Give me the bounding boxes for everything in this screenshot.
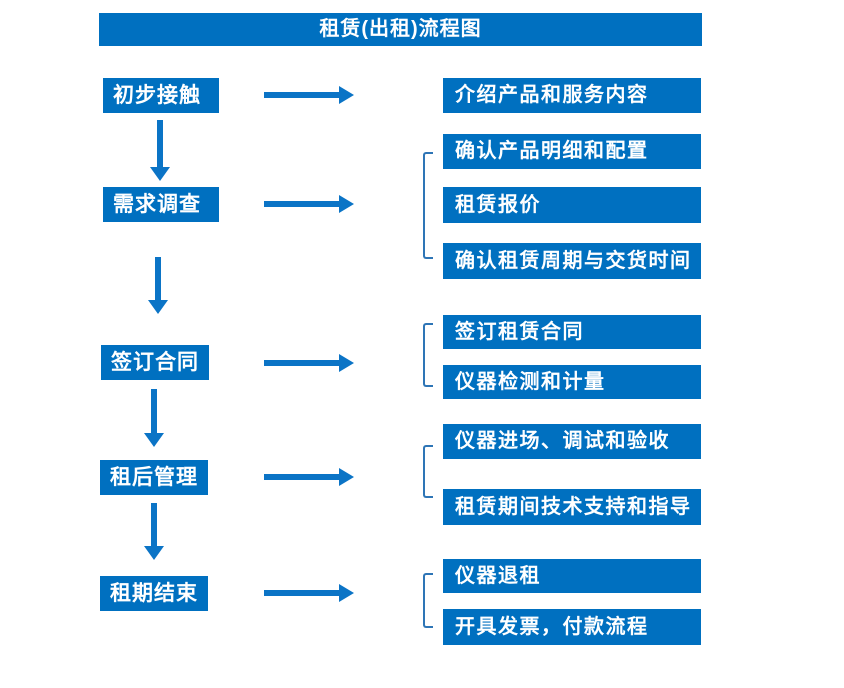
bracket-icon xyxy=(423,573,433,628)
output-box-confirm-product-details: 确认产品明细和配置 xyxy=(443,134,701,169)
arrow-right-icon xyxy=(264,468,354,486)
arrow-down-icon xyxy=(144,503,164,560)
step-box-rental-end: 租期结束 xyxy=(100,576,208,611)
step-box-demand-survey: 需求调查 xyxy=(103,187,219,222)
arrow-down-icon xyxy=(144,389,164,447)
output-box-rental-quote: 租赁报价 xyxy=(443,187,701,223)
arrow-down-icon xyxy=(150,120,170,181)
output-box-technical-support: 租赁期间技术支持和指导 xyxy=(443,489,701,525)
output-box-instrument-testing: 仪器检测和计量 xyxy=(443,365,701,399)
bracket-icon xyxy=(423,323,433,387)
arrow-right-icon xyxy=(264,584,354,602)
step-box-initial-contact: 初步接触 xyxy=(103,78,219,113)
page-title: 租赁(出租)流程图 xyxy=(99,13,702,46)
arrow-down-icon xyxy=(148,257,168,314)
output-box-invoice-payment: 开具发票，付款流程 xyxy=(443,609,701,645)
output-box-introduce-products: 介绍产品和服务内容 xyxy=(443,78,701,113)
arrow-right-icon xyxy=(264,86,354,104)
output-box-instrument-return: 仪器退租 xyxy=(443,559,701,593)
step-box-post-rental-management: 租后管理 xyxy=(100,460,208,495)
arrow-right-icon xyxy=(264,195,354,213)
output-box-confirm-rental-period: 确认租赁周期与交货时间 xyxy=(443,243,701,279)
step-box-sign-contract: 签订合同 xyxy=(101,345,209,380)
output-box-sign-rental-contract: 签订租赁合同 xyxy=(443,315,701,349)
bracket-icon xyxy=(423,445,433,498)
bracket-icon xyxy=(423,152,433,259)
output-box-instrument-setup: 仪器进场、调试和验收 xyxy=(443,424,701,459)
arrow-right-icon xyxy=(264,354,354,372)
